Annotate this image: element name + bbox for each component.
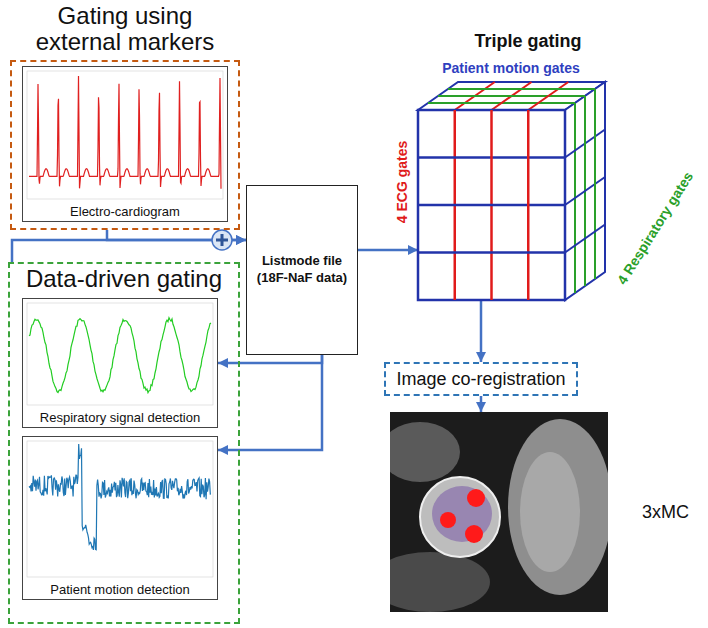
gate-axis-label: Patient motion gates xyxy=(442,60,580,76)
axes-box xyxy=(27,441,213,577)
respiratory-plot: Respiratory signal detection xyxy=(22,298,218,428)
heart-chamber xyxy=(508,419,608,595)
flow-arrow xyxy=(358,249,418,252)
cube-grid-line xyxy=(528,82,568,110)
axes-box xyxy=(27,71,223,199)
cube-grid-line xyxy=(594,89,596,279)
cube-grid-line xyxy=(448,88,595,90)
tissue xyxy=(390,552,490,612)
cube-grid-line xyxy=(527,110,530,300)
cube-grid-line xyxy=(565,177,605,205)
signal-trace xyxy=(29,444,211,550)
group-heading: Gating using external markers xyxy=(18,3,233,56)
uptake-hotspot xyxy=(465,525,483,543)
node-label: 3xMC xyxy=(642,502,689,523)
uptake-hotspot xyxy=(440,512,456,528)
signal-plot xyxy=(23,437,217,579)
cube-grid-line xyxy=(438,95,585,97)
heart-chamber xyxy=(520,452,580,572)
cube-grid-line xyxy=(418,251,565,254)
signal-plot xyxy=(23,299,217,407)
gate-axis-label: 4 Respiratory gates xyxy=(614,169,696,288)
node-label: Listmode file (18F-NaF data) xyxy=(247,253,357,287)
flow-arrow xyxy=(480,396,483,412)
ct-image: 3xMC xyxy=(390,412,700,612)
node-label: Respiratory signal detection xyxy=(38,410,202,427)
coregistration-box: Image co-registration xyxy=(384,362,577,396)
cube-grid-line xyxy=(418,204,565,207)
group-heading: Data-driven gating xyxy=(11,266,237,292)
tissue xyxy=(390,422,460,482)
axes-box xyxy=(27,303,213,405)
marker-group: Gating using external markersElectro-car… xyxy=(10,3,240,230)
flow-arrow xyxy=(480,300,483,362)
aortic-valve xyxy=(420,477,500,557)
cube-grid-line xyxy=(565,225,605,253)
group-heading: Triple gating xyxy=(418,30,608,52)
uptake-halo xyxy=(432,486,492,542)
flow-arrow xyxy=(218,355,322,363)
signal-trace xyxy=(29,318,211,393)
merge-circle xyxy=(212,230,232,250)
motion-plot: Patient motion detection xyxy=(22,436,218,600)
node-label: Electro-cardiogram xyxy=(68,204,182,221)
flow-arrow xyxy=(12,240,246,262)
cube-front-face xyxy=(418,110,565,300)
flow-arrow xyxy=(218,355,322,450)
node-label: Image co-registration xyxy=(396,367,565,391)
node-label: Patient motion detection xyxy=(48,582,191,599)
data-driven-group: Data-driven gatingRespiratory signal det… xyxy=(8,262,240,624)
listmode-box: Listmode file (18F-NaF data) xyxy=(246,185,358,355)
ct-illustration xyxy=(390,412,608,612)
gate-axis-label: 4 ECG gates xyxy=(394,141,410,223)
signal-trace xyxy=(29,76,221,189)
cube-side-face xyxy=(565,82,605,300)
plus-sign xyxy=(216,234,228,246)
ecg-plot: Electro-cardiogram xyxy=(22,66,228,222)
signal-plot xyxy=(23,67,227,201)
uptake-hotspot xyxy=(467,489,485,507)
